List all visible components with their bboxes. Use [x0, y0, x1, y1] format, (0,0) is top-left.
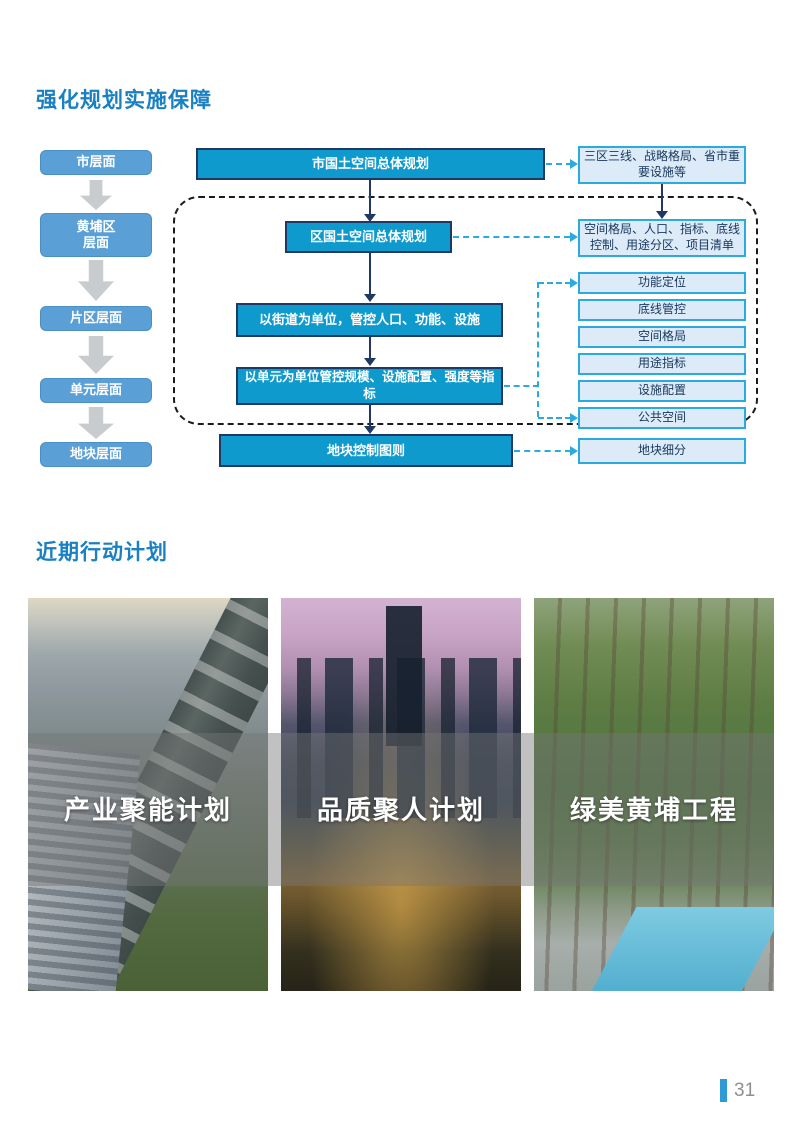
- photo-caption-green: 绿美黄埔工程: [569, 795, 738, 825]
- section-title-implementation: 强化规划实施保障: [36, 89, 212, 112]
- dashed-connector: [546, 163, 572, 165]
- photo-tower-shape: [386, 606, 422, 746]
- photo-city-dusk: [281, 598, 521, 991]
- arrow-right-icon: [570, 446, 578, 456]
- arrow-down-icon: [364, 214, 376, 222]
- section-title-action-plan: 近期行动计划: [36, 541, 168, 564]
- arrow-down-icon: [364, 294, 376, 302]
- page-number-bar: [720, 1079, 727, 1102]
- arrow-right-icon: [570, 159, 578, 169]
- flow-box-plot-subdivision: 地块细分: [578, 438, 746, 464]
- dashed-connector: [514, 450, 571, 452]
- page-number: 31: [734, 1080, 756, 1101]
- down-block-arrow-icon: [80, 180, 112, 210]
- dashed-connector: [504, 385, 539, 387]
- level-box-plot: 地块层面: [40, 442, 152, 467]
- flow-box-plot-control-plan: 地块控制图则: [219, 434, 513, 467]
- photo-green-avenue: [534, 598, 774, 991]
- down-block-arrow-icon: [78, 407, 114, 439]
- dashed-connector: [538, 282, 571, 284]
- arrow-down-icon: [364, 358, 376, 366]
- unit-item-public-space: 公共空间: [578, 407, 746, 429]
- photo-caption-industry: 产业聚能计划: [63, 795, 232, 825]
- connector-line: [369, 180, 371, 216]
- photo-caption-quality: 品质聚人计划: [316, 795, 485, 825]
- unit-item-facility: 设施配置: [578, 380, 746, 402]
- unit-item-function: 功能定位: [578, 272, 746, 294]
- unit-item-use-index: 用途指标: [578, 353, 746, 375]
- dashed-connector: [537, 282, 539, 417]
- connector-line: [661, 184, 663, 211]
- flow-box-district-master-plan: 区国土空间总体规划: [285, 221, 452, 253]
- level-box-huangpu: 黄埔区 层面: [40, 213, 152, 257]
- flow-box-street-control: 以街道为单位，管控人口、功能、设施: [236, 303, 503, 337]
- photo-cycle-lane-shape: [587, 907, 774, 991]
- down-block-arrow-icon: [78, 336, 114, 374]
- unit-item-spatial: 空间格局: [578, 326, 746, 348]
- photo-industry-aerial: [28, 598, 268, 991]
- arrow-right-icon: [570, 232, 578, 242]
- dashed-scope-frame: [173, 196, 758, 425]
- arrow-right-icon: [570, 413, 578, 423]
- level-box-district: 片区层面: [40, 306, 152, 331]
- unit-item-bottomline: 底线管控: [578, 299, 746, 321]
- flow-box-city-master-plan: 市国土空间总体规划: [196, 148, 545, 180]
- action-photo-strip: 产业聚能计划 品质聚人计划 绿美黄埔工程: [28, 598, 774, 991]
- caption-overlay-band: [28, 733, 774, 886]
- arrow-down-icon: [656, 211, 668, 219]
- dashed-connector: [538, 417, 571, 419]
- connector-line: [369, 253, 371, 294]
- down-block-arrow-icon: [78, 260, 114, 301]
- arrow-right-icon: [570, 278, 578, 288]
- connector-line: [369, 405, 371, 426]
- dashed-connector: [453, 236, 570, 238]
- level-box-unit: 单元层面: [40, 378, 152, 403]
- flow-box-three-zones: 三区三线、战略格局、省市重要设施等: [578, 146, 746, 184]
- level-box-city: 市层面: [40, 150, 152, 175]
- flow-box-spatial-pattern-list: 空间格局、人口、指标、底线控制、用途分区、项目清单: [578, 219, 746, 257]
- connector-line: [369, 337, 371, 358]
- flow-box-unit-control: 以单元为单位管控规模、设施配置、强度等指标: [236, 367, 503, 405]
- arrow-down-icon: [364, 426, 376, 434]
